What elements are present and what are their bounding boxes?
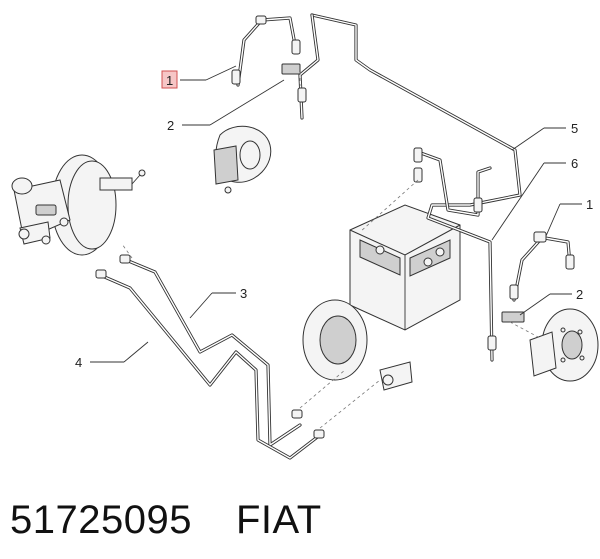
callout-labels: 1 2 5 6 1 3 2 4 (75, 70, 593, 370)
callout-label: 3 (240, 286, 247, 301)
brake-system-diagram: 1 2 5 6 1 3 2 4 (11, 13, 599, 460)
callout-label: 4 (75, 355, 82, 370)
callout-label: 2 (576, 287, 583, 302)
rear-brake-disc (529, 308, 599, 382)
brake-booster (51, 154, 146, 256)
part-number: 51725095 (10, 497, 192, 542)
callout-leaders (90, 65, 582, 363)
callout-label: 1 (166, 73, 173, 88)
callout-label: 6 (571, 156, 578, 171)
callout-1-highlight (161, 70, 178, 89)
callout-label: 1 (586, 197, 593, 212)
brake-pipes (98, 13, 572, 460)
brand-name: FIAT (235, 497, 322, 542)
callout-label: 5 (571, 121, 578, 136)
callout-label: 2 (167, 118, 174, 133)
pipe-fittings (95, 15, 575, 439)
assembly-lines (121, 72, 541, 429)
abs-unit (302, 204, 461, 391)
part-footer: 51725095 FIAT (10, 490, 322, 550)
master-cylinder (11, 177, 71, 245)
front-brake-hub (213, 125, 272, 194)
